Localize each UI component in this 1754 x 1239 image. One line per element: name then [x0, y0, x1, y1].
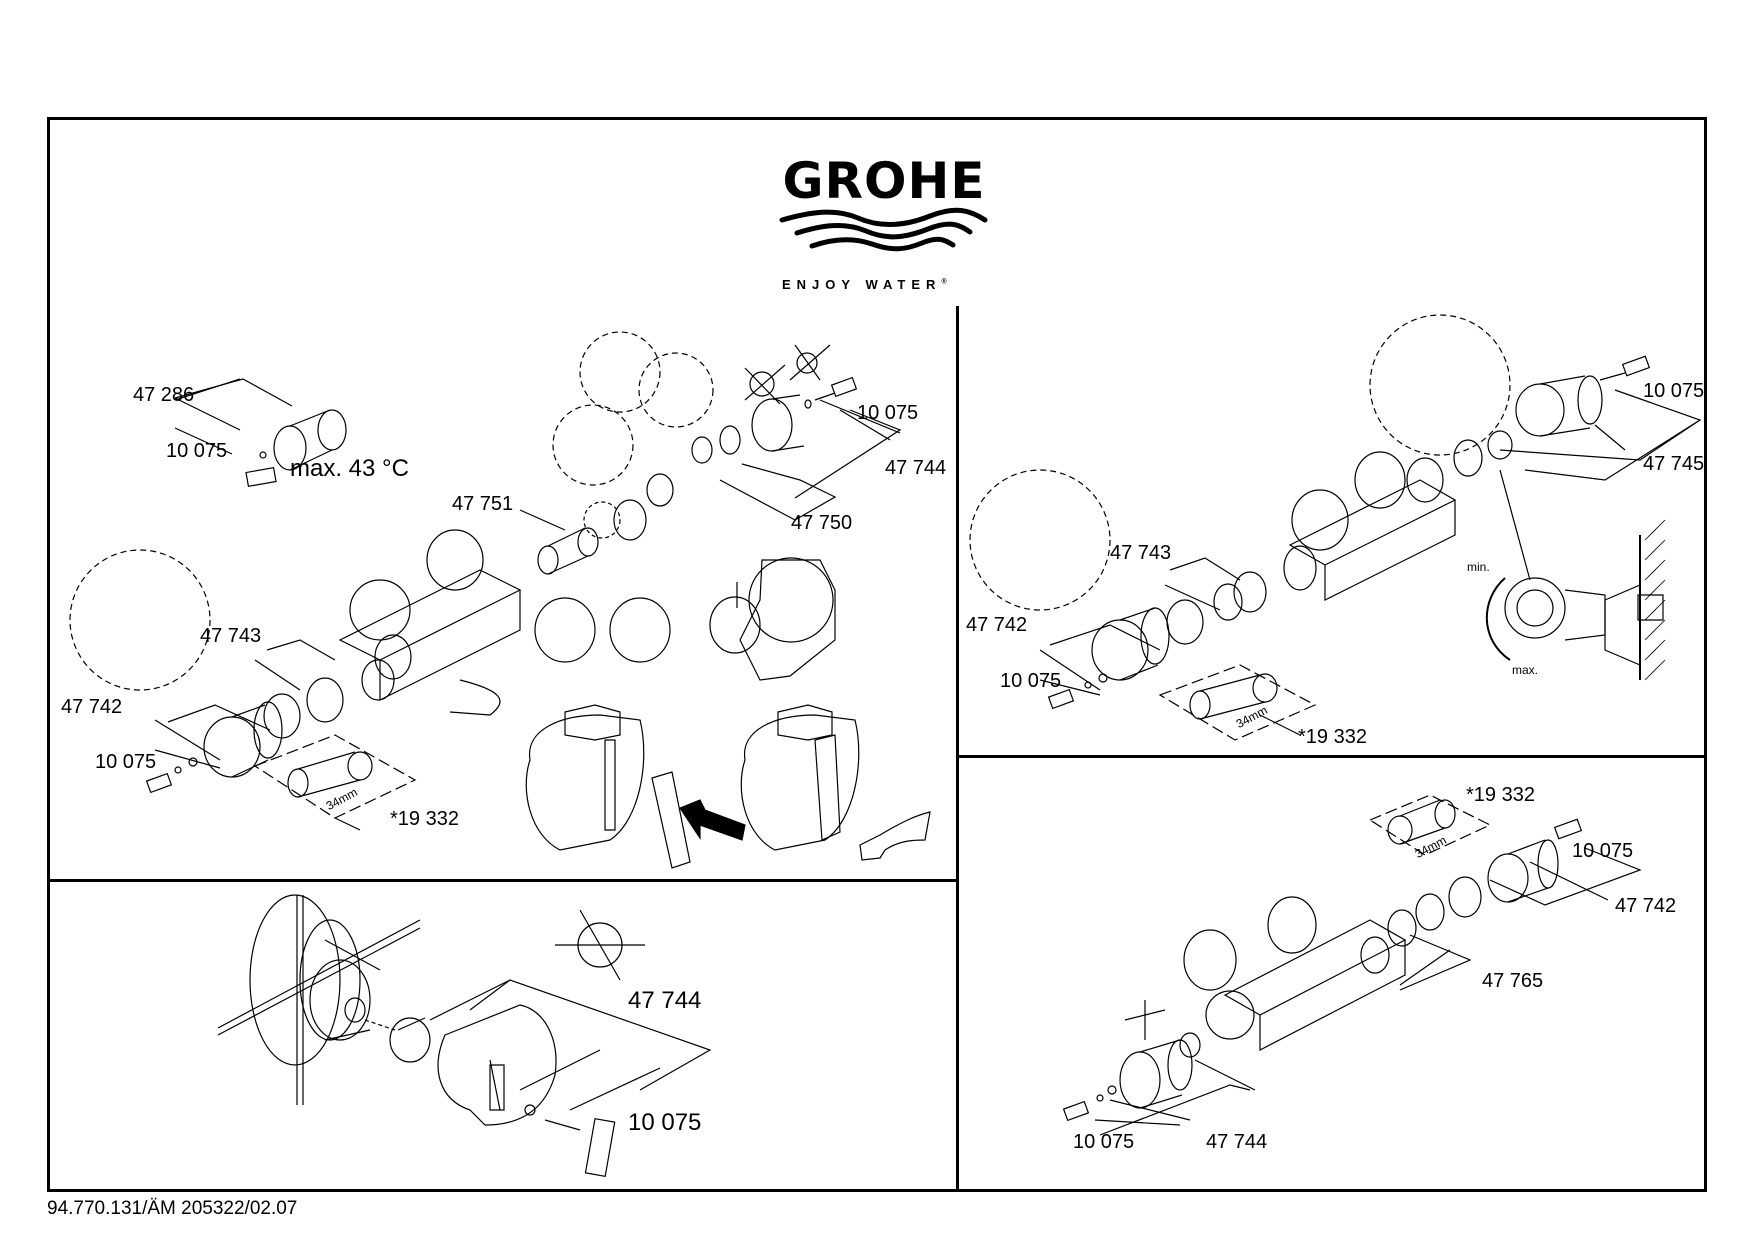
- lever-handle-body: [438, 1005, 556, 1125]
- part-label: 47 743: [200, 625, 262, 647]
- handle-install-illustration: [526, 705, 930, 868]
- vertical-divider: [956, 306, 959, 1189]
- part-label: 47 745: [1643, 453, 1705, 475]
- part-label: 47 743: [1110, 542, 1172, 564]
- part-label: *19 332: [1466, 784, 1535, 806]
- part-label: 10 075: [857, 402, 919, 424]
- mixer-body-bottom-right: [1184, 897, 1405, 1050]
- part-label: 47 742: [1615, 895, 1677, 917]
- brand-name: GROHE: [782, 152, 986, 210]
- part-label: *19 332: [390, 808, 459, 830]
- part-label: *19 332: [1298, 726, 1367, 748]
- part-label: 10 075: [1643, 380, 1705, 402]
- mixer-body-top-left: [340, 530, 520, 715]
- part-label: 10 075: [95, 751, 157, 773]
- handle-dial-detail: [710, 558, 835, 680]
- part-label: 47 765: [1482, 970, 1544, 992]
- part-label: 10 075: [1073, 1131, 1135, 1153]
- max-label: max.: [1512, 663, 1539, 677]
- part-label: 47 751: [452, 493, 514, 515]
- right-horizontal-divider: [956, 755, 1704, 758]
- tagline: ENJOY WATER®: [782, 277, 947, 292]
- registered-mark: ®: [941, 278, 947, 286]
- wall-tiles: [218, 895, 420, 1105]
- document-code: 94.770.131/ÄM 205322/02.07: [47, 1198, 298, 1219]
- left-horizontal-divider: [47, 879, 959, 882]
- part-label: 10 075: [628, 1109, 702, 1136]
- part-label: 10 075: [166, 440, 228, 462]
- part-label: 47 744: [1206, 1131, 1268, 1153]
- part-label: 47 286: [133, 384, 195, 406]
- min-label: min.: [1467, 560, 1490, 574]
- part-label: 47 742: [966, 614, 1028, 636]
- handle-cap-part: [246, 410, 346, 486]
- part-label: 10 075: [1000, 670, 1062, 692]
- max-temperature-note: max. 43 °C: [290, 455, 409, 482]
- part-label: 47 742: [61, 696, 123, 718]
- part-label: 10 075: [1572, 840, 1634, 862]
- part-label: 47 744: [628, 987, 702, 1014]
- part-label: 47 744: [885, 457, 947, 479]
- mixer-body-top-right: [1284, 452, 1455, 600]
- page-frame: [47, 117, 1707, 1192]
- wall-flange: [250, 895, 380, 1065]
- part-label: 47 750: [791, 512, 853, 534]
